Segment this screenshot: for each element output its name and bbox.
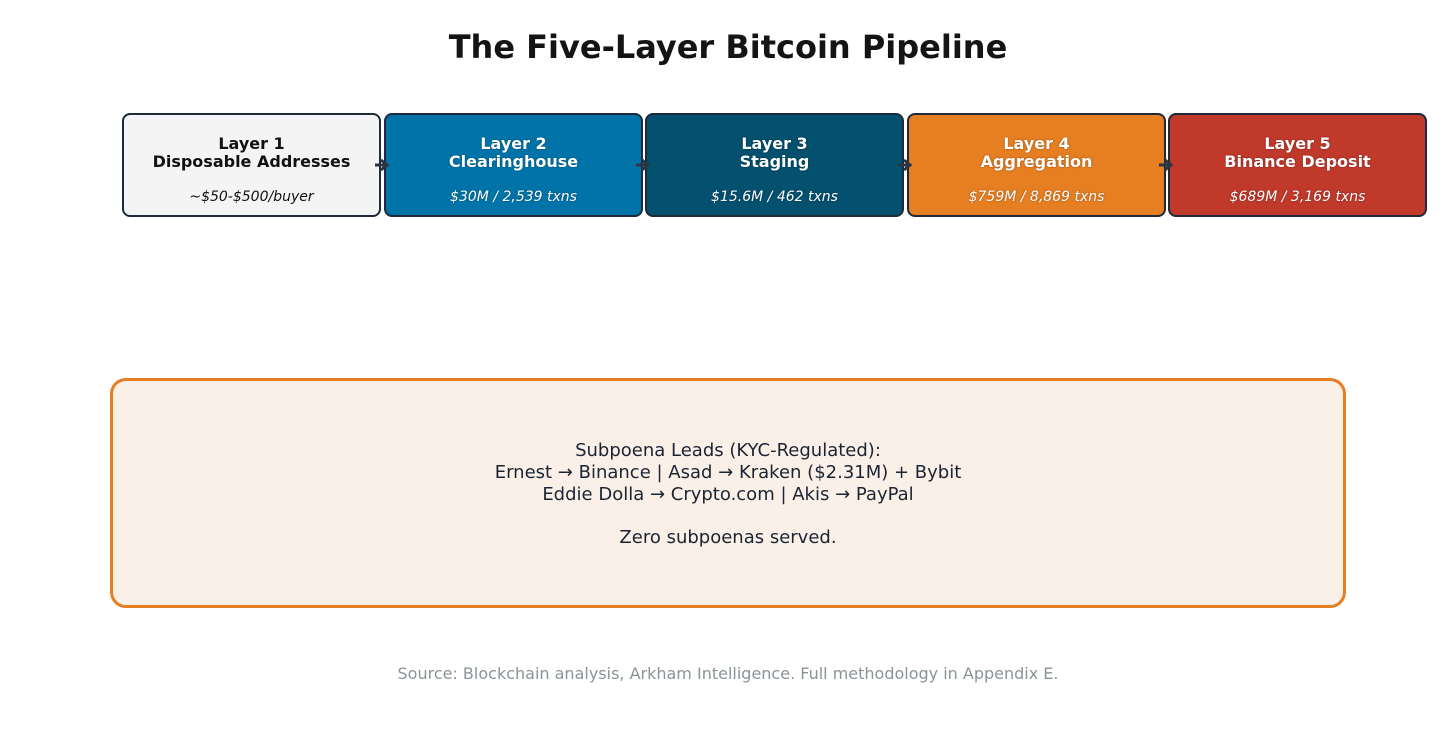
- layer-stat: $30M / 2,539 txns: [450, 189, 577, 205]
- layer-1-box: Layer 1 Disposable Addresses ~$50-$500/b…: [122, 113, 381, 217]
- flow-arrow-icon: [375, 158, 390, 172]
- layer-label: Layer 2: [480, 134, 547, 153]
- flow-arrow-icon: [636, 158, 651, 172]
- layer-name: Clearinghouse: [448, 152, 579, 171]
- layer-stat: $15.6M / 462 txns: [711, 189, 838, 205]
- layer-stat: $689M / 3,169 txns: [1229, 189, 1366, 205]
- source-note: Source: Blockchain analysis, Arkham Inte…: [397, 664, 1059, 683]
- leads-line-2: Eddie Dolla → Crypto.com | Akis → PayPal: [542, 484, 914, 505]
- layer-label: Layer 5: [1264, 134, 1331, 153]
- layer-label: Layer 1: [218, 134, 285, 153]
- layer-4-box: Layer 4 Aggregation $759M / 8,869 txns: [907, 113, 1166, 217]
- leads-heading: Subpoena Leads (KYC-Regulated):: [575, 440, 881, 461]
- leads-footer: Zero subpoenas served.: [619, 527, 837, 548]
- layer-3-box: Layer 3 Staging $15.6M / 462 txns: [645, 113, 904, 217]
- flow-arrow-icon: [898, 158, 913, 172]
- layer-name: Binance Deposit: [1224, 152, 1371, 171]
- layer-label: Layer 4: [1003, 134, 1070, 153]
- layer-name: Aggregation: [980, 152, 1093, 171]
- subpoena-leads-box: Subpoena Leads (KYC-Regulated): Ernest →…: [110, 378, 1346, 608]
- leads-line-1: Ernest → Binance | Asad → Kraken ($2.31M…: [494, 462, 962, 483]
- flow-arrow-icon: [1159, 158, 1174, 172]
- layer-name: Disposable Addresses: [152, 152, 351, 171]
- layer-2-box: Layer 2 Clearinghouse $30M / 2,539 txns: [384, 113, 643, 217]
- layer-5-box: Layer 5 Binance Deposit $689M / 3,169 tx…: [1168, 113, 1427, 217]
- layer-stat: $759M / 8,869 txns: [968, 189, 1105, 205]
- layer-stat: ~$50-$500/buyer: [189, 189, 314, 205]
- layer-name: Staging: [739, 152, 810, 171]
- layer-label: Layer 3: [741, 134, 808, 153]
- diagram-title: The Five-Layer Bitcoin Pipeline: [448, 28, 1008, 66]
